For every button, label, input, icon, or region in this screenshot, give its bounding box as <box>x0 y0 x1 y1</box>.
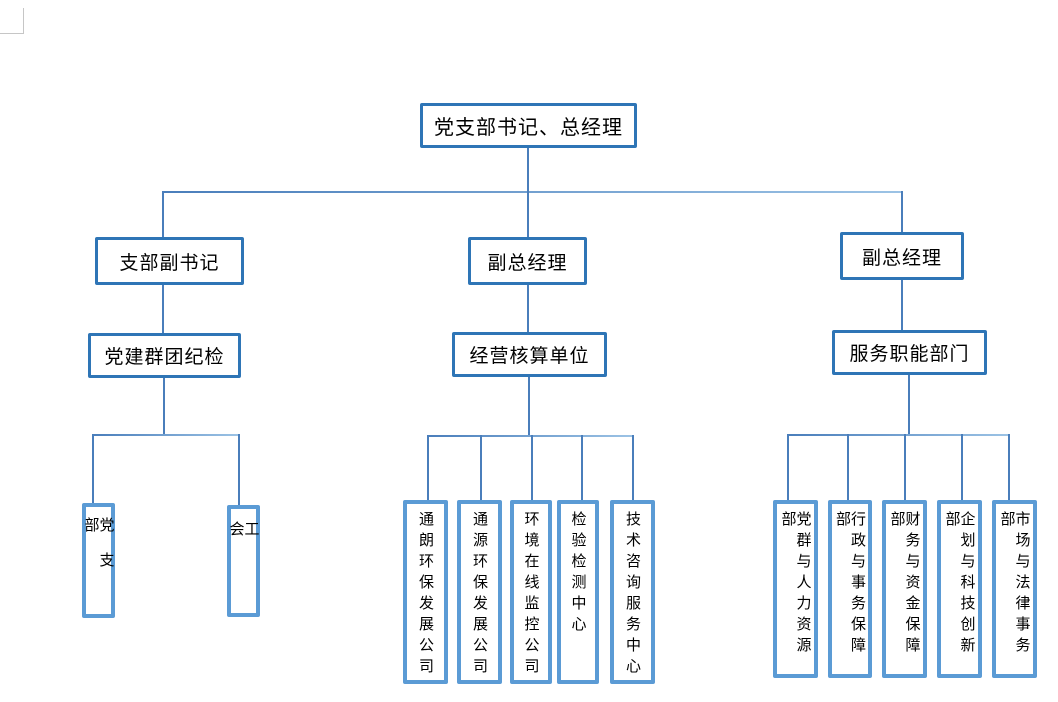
unit-box-admin-affairs-dept: 行政与事务保障部 <box>828 500 872 678</box>
division-label-left: 党建群团纪检 <box>104 347 225 368</box>
unit-box-party-branch: 党支部 <box>82 503 115 618</box>
connector-leaf-drop <box>904 434 906 500</box>
unit-box-technical-consulting-center: 技术咨询服务中心 <box>610 500 655 684</box>
division-box-left: 党建群团纪检 <box>88 333 241 378</box>
connector-leaf-drop <box>427 435 429 500</box>
connector-leaf-drop <box>1008 434 1010 500</box>
unit-box-tonglang-company: 通朗环保发展公司 <box>403 500 448 684</box>
unit-box-tongyuan-company: 通源环保发展公司 <box>457 500 502 684</box>
connector-leaf-drop <box>238 434 240 505</box>
connector-rail-drop-right <box>901 191 903 232</box>
unit-label: 党群与人力资源部 <box>779 511 812 658</box>
unit-label: 环境在线监控公司 <box>522 511 540 679</box>
connector-rail-drop-left <box>162 191 164 237</box>
connector-manager-division-middle <box>527 285 529 332</box>
unit-label: 检验检测中心 <box>569 511 587 637</box>
division-label-right: 服务职能部门 <box>849 344 970 365</box>
page-corner-mark-vertical <box>23 8 24 34</box>
connector-rail-right-branch <box>788 434 1010 436</box>
connector-rail-left-branch <box>93 434 240 436</box>
unit-box-market-legal-dept: 市场与法律事务部 <box>992 500 1037 678</box>
unit-label: 市场与法律事务部 <box>998 511 1031 658</box>
root-label: 党支部书记、总经理 <box>434 117 623 139</box>
unit-box-labor-union: 工会 <box>227 505 260 617</box>
unit-label: 通朗环保发展公司 <box>417 511 434 679</box>
connector-manager-division-right <box>901 280 903 330</box>
connector-leaf-drop <box>787 434 789 500</box>
unit-box-inspection-testing-center: 检验检测中心 <box>557 500 599 684</box>
connector-main-rail <box>163 191 903 193</box>
manager-label-left: 支部副书记 <box>119 252 220 274</box>
manager-label-middle: 副总经理 <box>487 252 568 274</box>
manager-box-right: 副总经理 <box>840 232 964 280</box>
unit-box-party-hr-dept: 党群与人力资源部 <box>773 500 818 678</box>
unit-label: 企划与科技创新部 <box>943 511 976 658</box>
unit-label: 财务与资金保障部 <box>888 511 921 658</box>
unit-box-finance-funds-dept: 财务与资金保障部 <box>882 500 927 678</box>
unit-box-online-monitoring-company: 环境在线监控公司 <box>510 500 552 684</box>
manager-label-right: 副总经理 <box>861 247 942 269</box>
manager-box-middle: 副总经理 <box>468 237 587 285</box>
unit-label: 工会 <box>227 521 260 572</box>
manager-box-left: 支部副书记 <box>95 237 244 285</box>
connector-leaf-drop <box>531 435 533 500</box>
connector-leaf-drop <box>632 435 634 500</box>
connector-division-rail-left <box>163 378 165 434</box>
connector-leaf-drop <box>961 434 963 500</box>
connector-division-rail-middle <box>528 377 530 435</box>
connector-division-rail-right <box>908 375 910 434</box>
unit-label: 行政与事务保障部 <box>834 511 866 658</box>
unit-box-planning-tech-innovation-dept: 企划与科技创新部 <box>937 500 982 678</box>
root-box: 党支部书记、总经理 <box>420 103 637 148</box>
division-label-middle: 经营核算单位 <box>469 346 590 367</box>
page-corner-mark-horizontal <box>0 33 24 34</box>
unit-label: 技术咨询服务中心 <box>624 511 641 679</box>
connector-leaf-drop <box>480 435 482 500</box>
division-box-right: 服务职能部门 <box>832 330 987 375</box>
connector-rail-middle-branch <box>428 435 633 437</box>
connector-rail-drop-middle <box>527 191 529 237</box>
connector-leaf-drop <box>847 434 849 500</box>
connector-manager-division-left <box>162 285 164 333</box>
connector-leaf-drop <box>92 434 94 503</box>
unit-label: 通源环保发展公司 <box>471 511 488 679</box>
connector-leaf-drop <box>581 435 583 500</box>
unit-label: 党支部 <box>82 517 115 587</box>
connector-root-drop <box>527 148 529 191</box>
division-box-middle: 经营核算单位 <box>452 332 607 377</box>
